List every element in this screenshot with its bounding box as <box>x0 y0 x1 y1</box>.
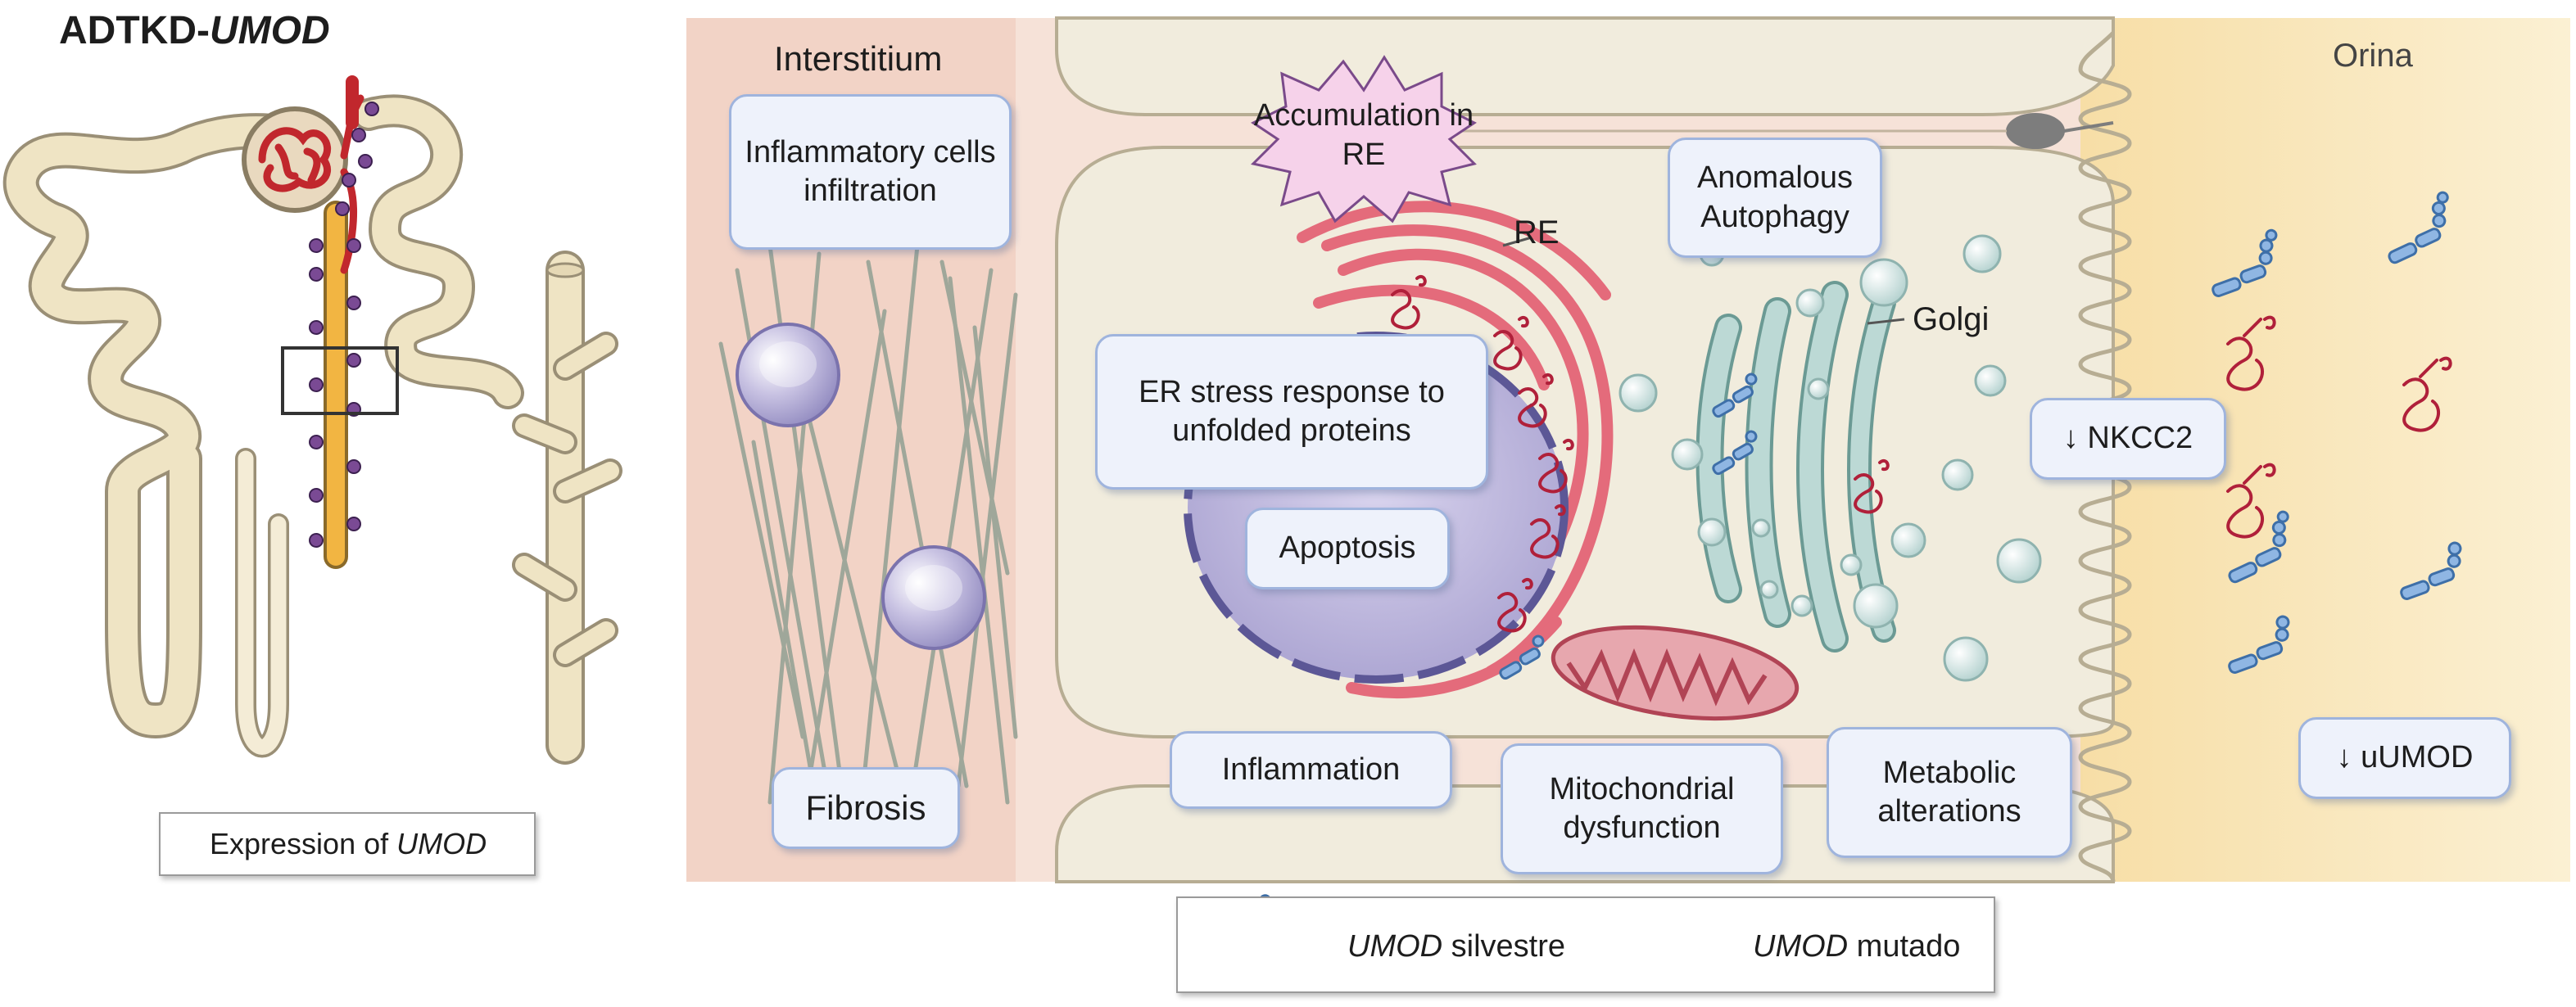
apoptosis-label: Apoptosis <box>1245 508 1450 589</box>
golgi-pointer <box>1867 318 1905 325</box>
zoom-box <box>281 346 399 415</box>
nkcc2-label: ↓ NKCC2 <box>2030 398 2226 480</box>
golgi-label: Golgi <box>1913 301 1990 337</box>
re-label: RE <box>1514 214 1560 251</box>
interstitium-label: Interstitium <box>774 39 943 78</box>
umod-wild-proteins <box>1499 191 2462 680</box>
fibrosis-label: Fibrosis <box>772 767 960 849</box>
mitochondrion <box>1551 625 1800 721</box>
fibrosis-fibers <box>718 243 1018 821</box>
re-pointer <box>1502 236 1532 247</box>
inflammatory-cell <box>881 545 986 650</box>
uumod-label: ↓ uUMOD <box>2298 717 2511 799</box>
umod-legend <box>1176 896 1995 993</box>
tubular-cell-top <box>1055 16 2115 116</box>
nephron-legend <box>159 812 536 876</box>
accumulation-label: Accumulation in RE <box>1253 98 1474 172</box>
legend-wild-label: UMOD silvestre <box>1347 929 1566 964</box>
accumulation-starburst <box>1251 55 1477 224</box>
endoplasmic-reticulum <box>1297 201 1614 698</box>
nephron-legend-text: Expression of UMOD <box>210 827 487 860</box>
metabolic-alterations-label: Metabolic alterations <box>1827 727 2072 858</box>
urine-label: Orina <box>2333 38 2413 74</box>
nephron-illustration <box>2 75 622 765</box>
legend-mutant-label: UMOD mutado <box>1753 929 1961 964</box>
inflammation-label: Inflammation <box>1170 731 1452 809</box>
figure-title: ADTKD-UMOD <box>59 8 330 53</box>
mitochondrial-dysfunction-label: Mitochondrial dysfunction <box>1501 743 1783 874</box>
figure-title-gene: UMOD <box>209 9 330 52</box>
umod-mutant-proteins <box>1391 275 2452 633</box>
anomalous-autophagy-label: Anomalous Autophagy <box>1668 138 1882 258</box>
vesicles <box>1618 234 2042 682</box>
er-stress-label: ER stress response to unfolded proteins <box>1095 334 1488 490</box>
umod-expression-dots <box>309 102 379 548</box>
tight-junction <box>2006 113 2065 149</box>
inflammatory-cells-label: Inflammatory cells infiltration <box>729 94 1012 250</box>
figure-title-prefix: ADTKD- <box>59 9 210 52</box>
inflammatory-cell <box>736 323 840 427</box>
